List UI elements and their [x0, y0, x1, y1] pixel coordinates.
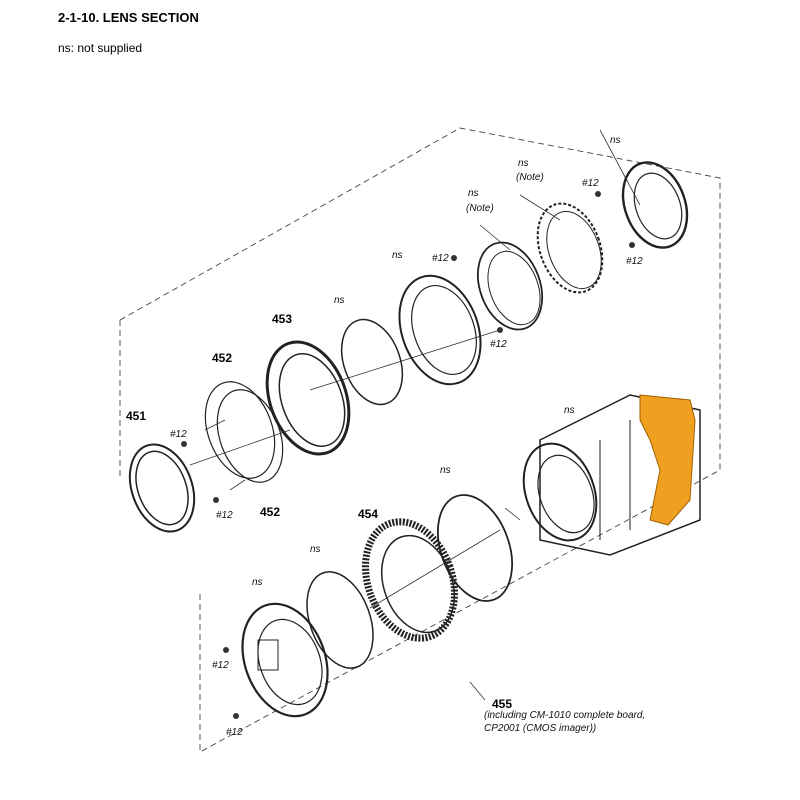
screw-label-7: #12 [212, 660, 229, 671]
lower-assembly-outline [199, 300, 721, 753]
ns-label-9: ns [252, 577, 263, 588]
ns-label-2: ns [392, 250, 403, 261]
part-455-desc-line2: CP2001 (CMOS imager)) [484, 723, 596, 734]
label-455: 455 [492, 697, 512, 711]
ns-legend: ns: not supplied [58, 41, 143, 55]
ns-ring-lower [437, 494, 513, 602]
screw-label-4: #12 [490, 339, 507, 350]
ns-label-5: ns [610, 135, 621, 146]
label-452-bottom: 452 [260, 505, 280, 519]
part-454-ring [362, 518, 458, 642]
upper-assembly-outline [119, 127, 721, 321]
ns-label-4: ns [518, 158, 529, 169]
section-title: 2-1-10. LENS SECTION [58, 10, 199, 25]
ns-label-1: ns [334, 295, 345, 306]
flex-cable [639, 394, 696, 526]
screw-label-1: #12 [170, 429, 187, 440]
note-label-1: (Note) [466, 203, 494, 214]
screw-label-2: #12 [216, 510, 233, 521]
ns-flange-ring [398, 274, 482, 386]
screw-label-8: #12 [226, 727, 243, 738]
ns-label-3: ns [468, 188, 479, 199]
screw-label-3: #12 [432, 253, 449, 264]
screw-label-6: #12 [626, 256, 643, 267]
ns-lens-mount [241, 602, 329, 718]
ns-label-6: ns [564, 405, 575, 416]
ns-note-ring-2 [536, 202, 604, 294]
part-453-ring [265, 340, 351, 456]
screw-label-5: #12 [582, 178, 599, 189]
label-453: 453 [272, 312, 292, 326]
screws [181, 191, 635, 719]
part-451-ring [128, 443, 196, 533]
label-451: 451 [126, 409, 146, 423]
part-455-desc-line1: (including CM-1010 complete board, [484, 710, 645, 721]
label-454: 454 [358, 507, 378, 521]
label-452-top: 452 [212, 351, 232, 365]
ns-note-ring-1 [476, 241, 544, 331]
ns-ring-lower-thin [306, 571, 374, 669]
note-label-2: (Note) [516, 172, 544, 183]
ns-label-7: ns [440, 465, 451, 476]
ns-label-8: ns [310, 544, 321, 555]
ns-bracket-ring [621, 161, 689, 249]
ns-ring-small [340, 318, 404, 406]
